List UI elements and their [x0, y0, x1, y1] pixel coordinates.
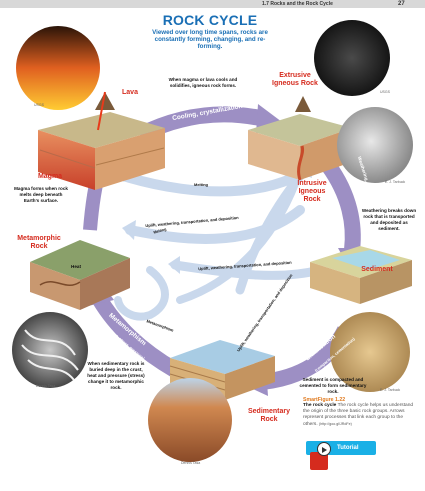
credit-extrusive: USGS — [380, 90, 390, 94]
running-head: 1.7 Rocks and the Rock Cycle — [262, 1, 333, 7]
volcano-block — [38, 91, 165, 190]
intrusive-block — [248, 96, 352, 181]
sedimentary-rock-photo — [148, 378, 232, 462]
metamorphic-block — [30, 240, 130, 310]
caption-metamorphism: When sedimentary rock is buried deep in … — [87, 361, 145, 390]
diagram-title: ROCK CYCLE — [162, 12, 258, 28]
credit-metamorphic: Dennis Tasa — [36, 384, 56, 388]
smartfigure-url: (http://goo.gl/JRdFe) — [319, 422, 352, 426]
sediment-photo — [330, 312, 410, 392]
weathering-arrow — [321, 160, 361, 251]
page-number: 27 — [398, 1, 405, 7]
sediment-block — [310, 246, 412, 304]
uplift-arrow-upper — [125, 205, 305, 244]
smartfigure-bold: The rock cycle — [303, 403, 337, 408]
qr-code-icon[interactable] — [310, 452, 328, 470]
caption-magma-forms: Magma forms when rock melts deep beneath… — [14, 186, 68, 203]
credit-sedimentary: Dennis Tasa — [181, 461, 201, 465]
credit-intrusive: E. J. Tarbuck — [385, 180, 406, 184]
play-icon[interactable] — [317, 442, 331, 456]
uplift-arrow-middle — [170, 260, 325, 280]
uplift-arrow-upper-head — [122, 220, 136, 240]
label-metamorphic: Metamorphic Rock — [17, 235, 61, 250]
tutorial-button-label: Tutorial — [337, 445, 359, 451]
page-header-bar — [0, 0, 425, 8]
caption-magma-lava: When magma or lava cools and solidifies,… — [168, 77, 238, 88]
label-sedimentary: Sedimentary Rock — [247, 408, 291, 423]
lava-photo — [16, 26, 100, 110]
smartfigure-text: The rock cycle helps us understand the o… — [303, 403, 414, 427]
uplift-arrow-diagonal — [235, 165, 310, 295]
uplift-arrow-middle-head — [168, 256, 180, 274]
label-heat: Heat — [71, 264, 81, 269]
label-intrusive: Intrusive Igneous Rock — [297, 180, 327, 203]
extrusive-rock-photo — [314, 20, 390, 96]
credit-lava: USGS — [34, 103, 44, 107]
smartfigure-caption: SmartFigure 1.22 The rock cycle The rock… — [303, 397, 417, 428]
label-sediment: Sediment — [361, 266, 393, 273]
play-triangle-icon — [322, 447, 327, 453]
diagram-subtitle: Viewed over long time spans, rocks are c… — [152, 29, 268, 51]
smartfigure-heading: SmartFigure 1.22 — [303, 397, 346, 403]
metamorphism-loop-arrow — [114, 266, 169, 321]
caption-weathering: Weathering breaks down rock that is tran… — [361, 208, 417, 231]
credit-sediment: E. J. Tarbuck — [380, 388, 401, 392]
metamorphic-rock-photo — [12, 312, 88, 388]
metamorphism-arrow — [93, 295, 180, 377]
label-extrusive: Extrusive Igneous Rock — [272, 72, 318, 87]
caption-lithification: Sediment is compacted and cemented to fo… — [299, 377, 367, 394]
process-melting-center: Melting — [194, 182, 208, 187]
label-lava: Lava — [122, 89, 138, 96]
intrusive-rock-photo — [337, 107, 413, 183]
label-magma: Magma — [37, 173, 63, 180]
